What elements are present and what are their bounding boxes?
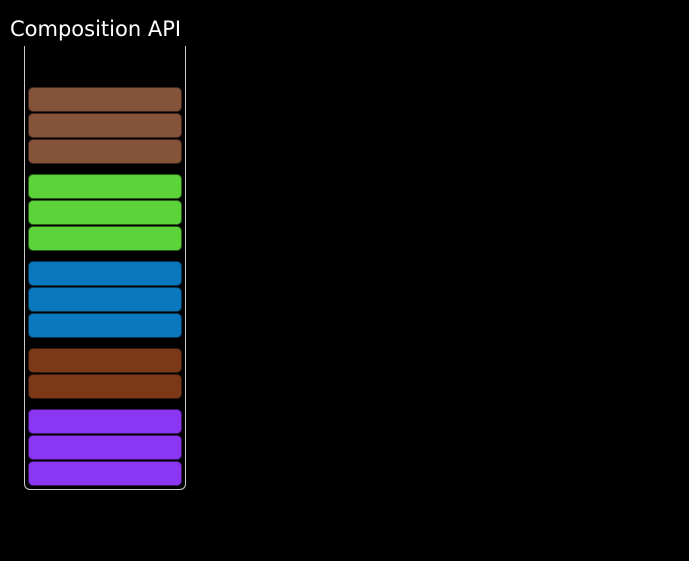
- stack-bar: [28, 261, 182, 286]
- diagram-title: Composition API: [10, 17, 182, 41]
- green-group: [25, 174, 185, 251]
- blue-group: [25, 261, 185, 338]
- purple-group: [25, 409, 185, 486]
- stack-bar: [28, 139, 182, 164]
- stack-bar: [28, 87, 182, 112]
- stack-bar: [28, 313, 182, 338]
- stack-bar: [28, 200, 182, 225]
- stack-bar: [28, 461, 182, 486]
- stack: [25, 87, 185, 486]
- rust-group: [25, 348, 185, 399]
- brown-group: [25, 87, 185, 164]
- stack-bar: [28, 113, 182, 138]
- stack-bar: [28, 374, 182, 399]
- stack-frame: [24, 46, 186, 490]
- stack-bar: [28, 348, 182, 373]
- stack-bar: [28, 409, 182, 434]
- stack-bar: [28, 435, 182, 460]
- stack-bar: [28, 226, 182, 251]
- stack-bar: [28, 174, 182, 199]
- stack-bar: [28, 287, 182, 312]
